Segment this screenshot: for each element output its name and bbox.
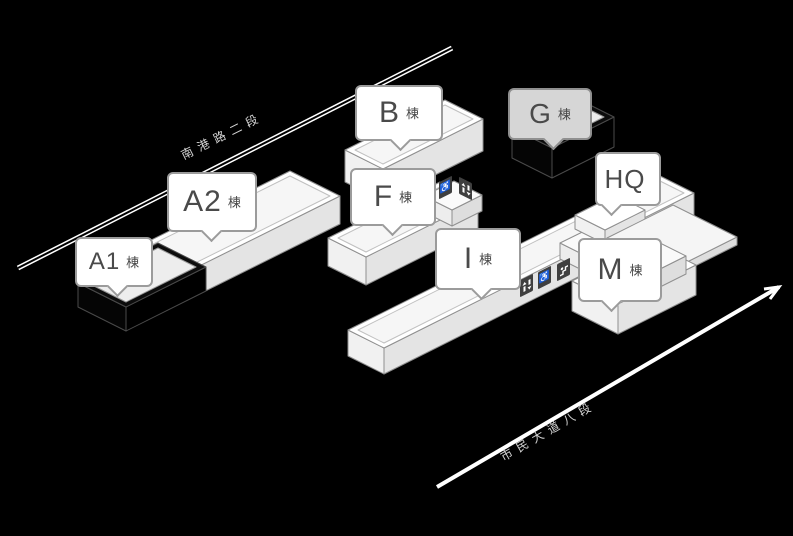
building-name: A1 [88,248,121,275]
building-suffix: 棟 [227,194,241,210]
road-center-line [17,47,453,269]
building-name: G [529,98,552,129]
road-arrow-icon [763,285,783,300]
building-label-i[interactable]: I 棟 [435,228,521,301]
wheelchair-glyph: ♿ [538,269,551,285]
wheelchair-glyph: ♿ [439,179,452,195]
building-name: B [378,96,400,129]
building-suffix: 棟 [126,254,140,270]
building-label-b[interactable]: B 棟 [355,85,443,152]
building-label-hq[interactable]: HQ [595,152,661,217]
building-suffix: 棟 [479,251,493,267]
building-label-g[interactable]: G 棟 [508,88,592,151]
building-suffix: 棟 [557,106,571,122]
building-label-a2[interactable]: A2 棟 [167,172,257,243]
elevator-icon [520,273,533,298]
building-label-f[interactable]: F 棟 [350,168,436,237]
road-civic-blvd [435,285,783,489]
road-line [435,285,781,489]
building-name: F [373,180,394,213]
building-name: I [463,242,474,275]
elevator-icon [459,176,472,201]
building-label-m[interactable]: M 棟 [578,238,662,313]
building-name: M [597,253,624,286]
road-nangang [16,45,454,271]
building-name: A2 [183,185,222,218]
building-suffix: 棟 [629,262,643,278]
escalator-icon [557,257,570,282]
building-label-a1[interactable]: A1 棟 [75,237,153,298]
building-name: HQ [604,164,646,194]
building-suffix: 棟 [399,189,413,205]
building-suffix: 棟 [406,105,420,121]
